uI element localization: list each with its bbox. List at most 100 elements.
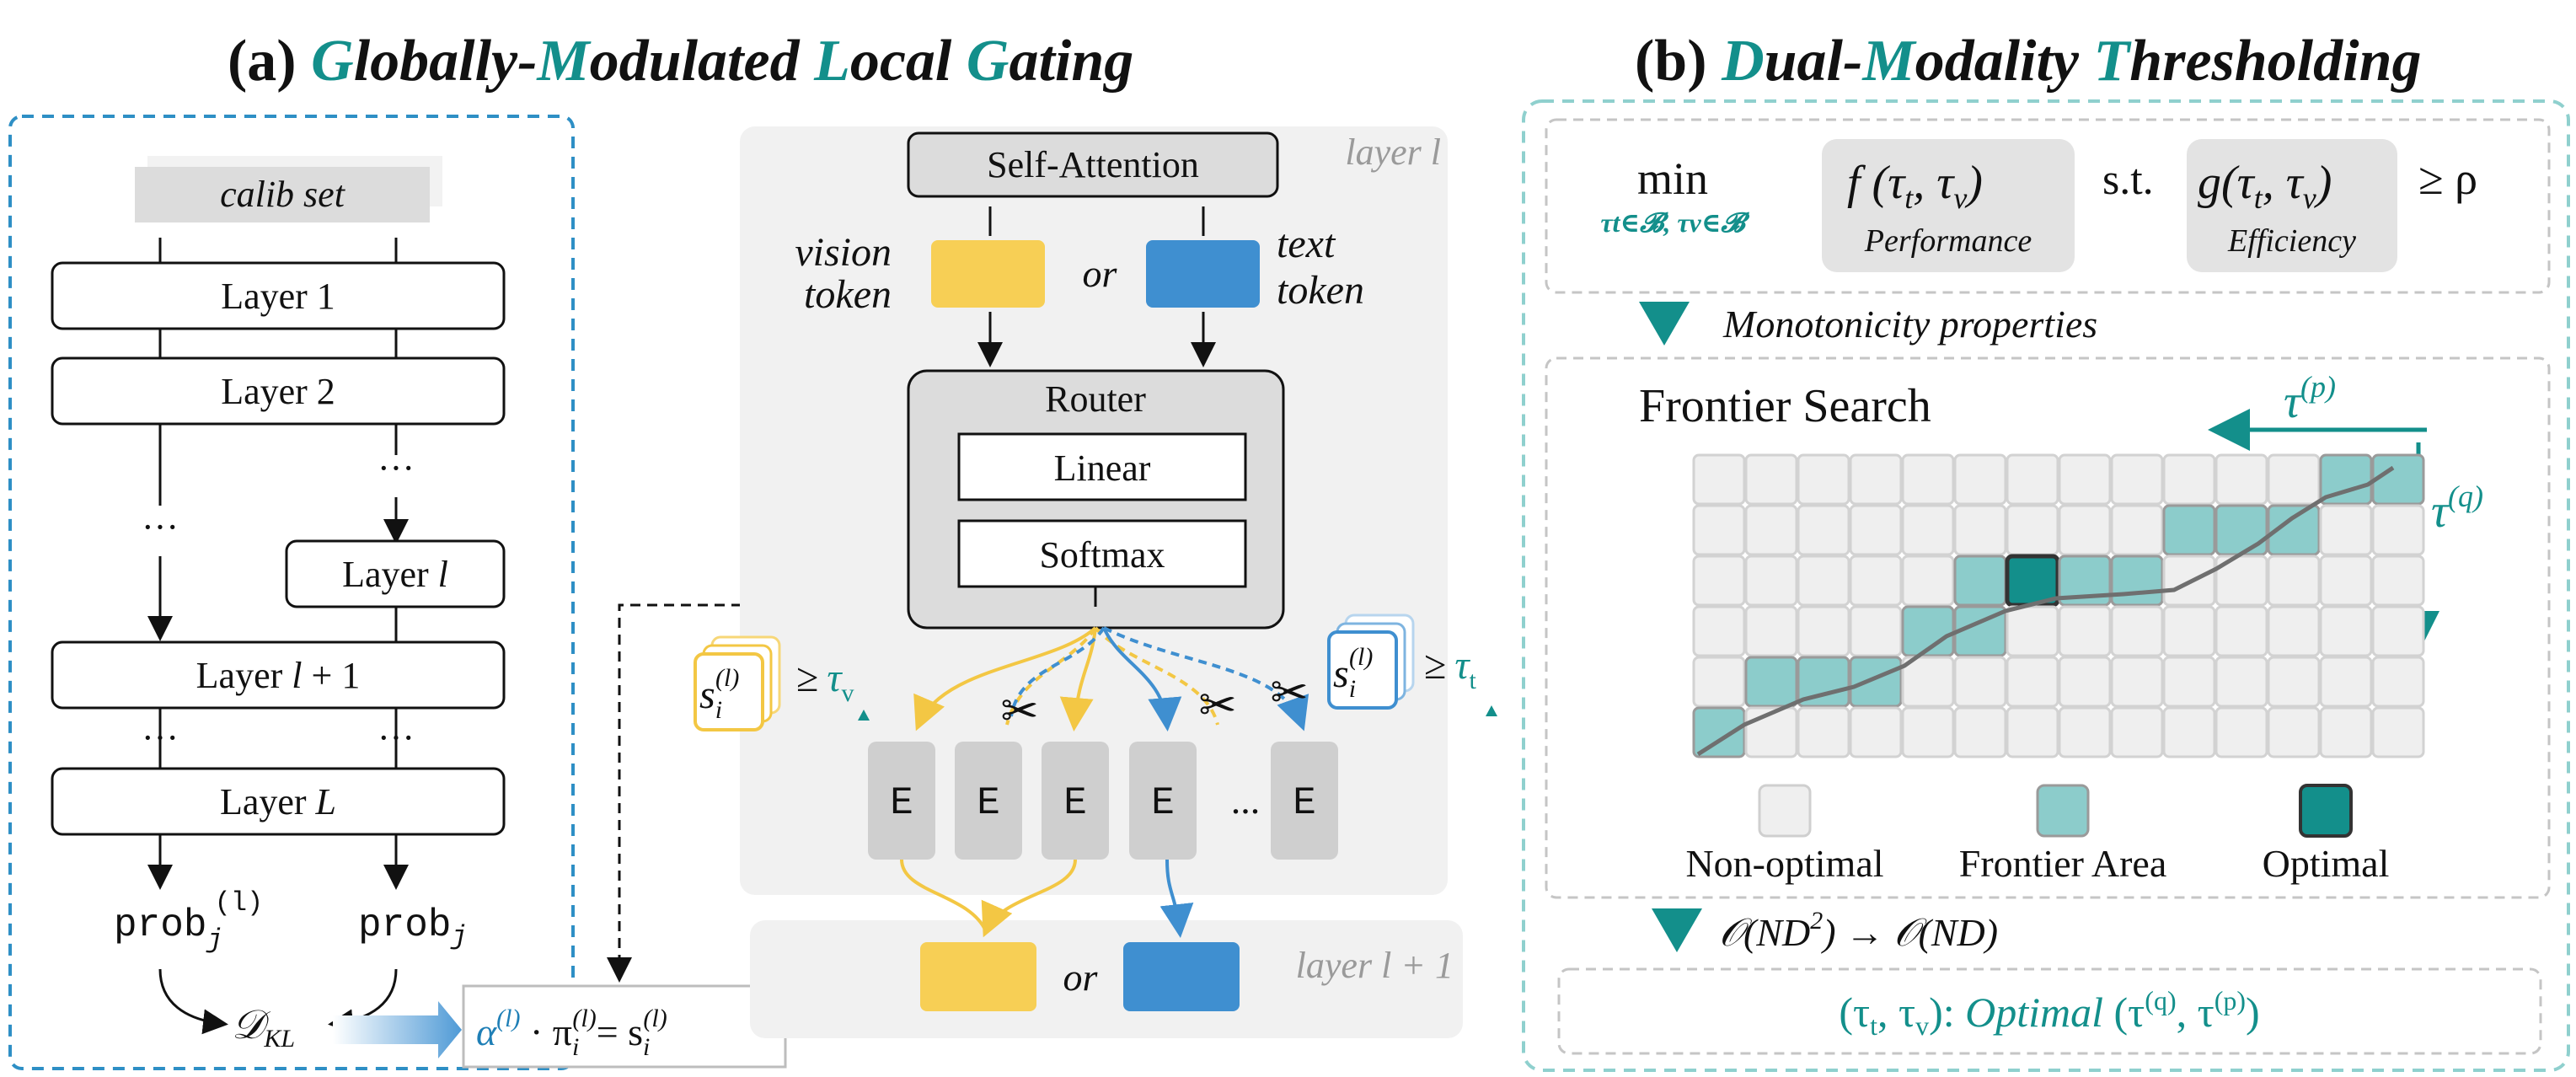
text-token-label-1: text — [1277, 222, 1336, 266]
grid-cell-frontier — [1849, 656, 1903, 708]
grid-cell — [2319, 656, 2373, 708]
linear-box — [957, 432, 1247, 501]
grid-cell — [1849, 605, 1903, 657]
route-text-e4 — [1102, 627, 1182, 731]
grid-cell — [2058, 453, 2112, 506]
result-formula: (τt, τv): Optimal (τ(q), τ(p)) — [1839, 985, 2259, 1041]
monotonicity-triangle — [1639, 302, 1690, 346]
grid-cell — [1744, 555, 1798, 607]
geq-rho: ≥ ρ — [2418, 153, 2477, 204]
grid-cell — [1901, 706, 1955, 758]
merge-vision-right — [981, 859, 1077, 938]
layer-l-label: Layer l — [342, 554, 448, 595]
grid-cell — [2319, 706, 2373, 758]
grid-cell-frontier — [2058, 555, 2112, 607]
grid-cell — [1744, 504, 1798, 556]
router-label: Router — [1045, 378, 1146, 420]
text-token-label-2: token — [1277, 268, 1364, 313]
expert-1-label: E — [890, 781, 913, 825]
st-label: s.t. — [2102, 156, 2154, 204]
softmax-label: Softmax — [1039, 534, 1165, 576]
route-text-en — [1103, 626, 1309, 731]
min-label: min — [1637, 153, 1708, 204]
curve-left-to-dkl — [158, 968, 228, 1035]
gating-formula: α(l) · πi(l)= si(l) — [476, 1005, 667, 1061]
grid-cell-frontier — [2215, 504, 2268, 556]
grid-cell — [1692, 555, 1746, 607]
grid-cell — [1901, 453, 1955, 506]
expert-2-label: E — [977, 781, 1000, 825]
route-text-e2-pruned — [1010, 626, 1106, 717]
layer-l-plus-1-box — [51, 640, 506, 710]
self-attention-box — [907, 131, 1279, 198]
grid-cell-frontier — [1692, 706, 1746, 758]
legend-nonoptimal-label: Non-optimal — [1685, 842, 1883, 885]
grid-cell — [2319, 605, 2373, 657]
grid-cell — [1692, 605, 1746, 657]
legend-optimal-swatch — [2299, 784, 2353, 838]
grid-cell — [1953, 656, 2007, 708]
grid-cell-frontier — [2319, 453, 2373, 506]
grid-cell-frontier — [1953, 555, 2007, 607]
grid-cell — [1797, 605, 1850, 657]
efficiency-label: Efficiency — [2227, 223, 2356, 259]
text-token-output — [1123, 942, 1240, 1011]
route-vision-e2-pruned — [1005, 626, 1097, 726]
route-vision-e1 — [913, 626, 1097, 731]
grid-cell — [1901, 656, 1955, 708]
grid-cell — [2006, 706, 2059, 758]
calib-set-card — [135, 167, 430, 222]
grid-cell — [2215, 453, 2268, 506]
grid-cell-frontier — [1797, 656, 1850, 708]
layer-l-region-label: layer l — [1345, 131, 1441, 173]
right-ellipsis: ··· — [378, 447, 415, 489]
efficiency-expr: g(τt, τv) — [2198, 157, 2332, 215]
calibration-dashed-box — [8, 115, 575, 1070]
s-text-label: si(l) — [1333, 643, 1373, 703]
calib-set-label: calib set — [220, 174, 346, 215]
efficiency-pill — [2187, 139, 2397, 272]
layer-1-box — [51, 261, 506, 330]
panel-b-title-part-3: odality — [1915, 29, 2094, 94]
vision-token-label-2: token — [804, 272, 892, 317]
grid-cell — [1744, 605, 1798, 657]
grid-cell — [1797, 706, 1850, 758]
panel-b-title-part-5: hresholding — [2129, 29, 2421, 94]
grid-cell — [2371, 706, 2425, 758]
layer-2-label: Layer 2 — [221, 371, 335, 412]
grid-cell — [2371, 504, 2425, 556]
result-box — [1557, 967, 2542, 1055]
layer-l-plus-1-region-label: layer l + 1 — [1296, 945, 1454, 986]
grid-cell — [1953, 504, 2007, 556]
performance-label: Performance — [1864, 223, 2032, 259]
tau-p-label: τ(p) — [2284, 370, 2336, 428]
grid-cell — [1797, 453, 1850, 506]
text-threshold: ≥τt — [1424, 643, 1477, 694]
prob-label: probj — [358, 903, 468, 952]
panel-b-title-part-2: M — [1861, 29, 1917, 94]
grid-cell — [2058, 504, 2112, 556]
panel-a-title-part-0: G — [311, 29, 354, 94]
panel-a-title-part-3: odulated — [590, 29, 814, 94]
layer-1-label: Layer 1 — [221, 276, 335, 317]
left-ellipsis: ··· — [142, 506, 179, 548]
tau-q-label: τ(q) — [2431, 480, 2483, 538]
self-attention-label: Self-Attention — [987, 144, 1199, 185]
frontier-curve — [1696, 465, 2395, 757]
or-label-top: or — [1083, 252, 1118, 295]
min-subscript: τt∈𝓑, τv∈𝓑 — [1600, 207, 1750, 238]
panel-b-dashed-box — [1522, 99, 2570, 1072]
grid-cell — [2058, 706, 2112, 758]
panel-a-title-part-1: lobally- — [354, 29, 538, 94]
frontier-search-box — [1545, 356, 2551, 899]
softmax-box — [957, 519, 1247, 588]
vision-token — [931, 240, 1045, 308]
panel-a-title: (a) Globally-Modulated Local Gating — [228, 29, 1133, 94]
grid-cell — [1953, 706, 2007, 758]
grid-cell — [2371, 605, 2425, 657]
scissors-icon-1: ✂ — [1000, 686, 1038, 737]
grid-cell — [2006, 504, 2059, 556]
grid-cell — [1849, 706, 1903, 758]
grid-cell — [1901, 555, 1955, 607]
